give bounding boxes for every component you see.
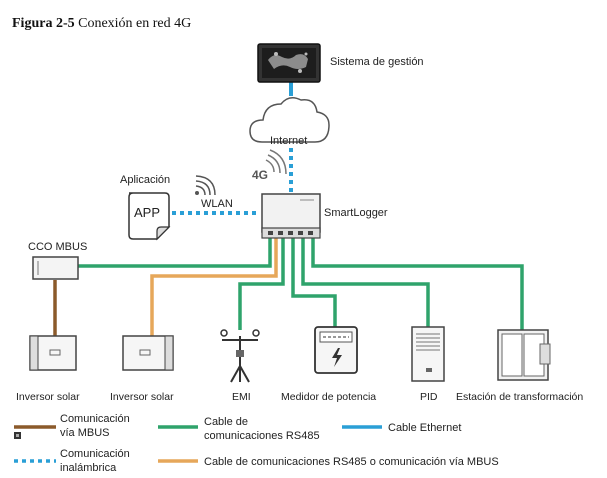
rs485-line-meter xyxy=(291,238,337,327)
legend-wireless-text-1: Comunicación xyxy=(60,448,130,460)
internet-cloud-icon xyxy=(249,97,330,143)
power-meter-device xyxy=(314,326,358,374)
smartlogger-device xyxy=(261,193,321,239)
solar-inverter-1-label: Inversor solar xyxy=(16,391,80,403)
4g-signal-icon xyxy=(265,149,287,175)
rs485-line-emi xyxy=(238,238,285,330)
management-system-label: Sistema de gestión xyxy=(330,56,424,68)
solar-inverter-1-device xyxy=(29,335,77,371)
legend-ethernet-text: Cable Ethernet xyxy=(388,422,461,434)
legend-rs485-mbus-text: Cable de comunicaciones RS485 o comunica… xyxy=(204,456,499,468)
figure-title: Figura 2-5 Conexión en red 4G xyxy=(12,16,191,32)
management-system-monitor xyxy=(257,43,321,83)
emi-label: EMI xyxy=(232,391,251,403)
legend-mbus-text-1: Comunicación xyxy=(60,413,130,425)
4g-label: 4G xyxy=(252,168,268,182)
pid-device xyxy=(411,326,445,382)
figure-number: Figura 2-5 xyxy=(12,16,75,31)
app-label: Aplicación xyxy=(120,174,170,186)
transformer-station-label: Estación de transformación xyxy=(456,391,583,403)
cco-mbus-label: CCO MBUS xyxy=(28,241,87,253)
app-document-icon xyxy=(128,192,171,241)
legend-rs485-text-1: Cable de xyxy=(204,416,248,428)
emi-weather-station-icon xyxy=(220,329,260,383)
solar-inverter-2-label: Inversor solar xyxy=(110,391,174,403)
power-meter-label: Medidor de potencia xyxy=(281,391,376,403)
legend-mbus-text-2: vía MBUS xyxy=(60,427,110,439)
wifi-signal-icon xyxy=(195,175,216,196)
legend-mbus-symbol xyxy=(14,432,21,439)
wlan-label: WLAN xyxy=(201,198,233,210)
app-icon-text: APP xyxy=(134,205,160,220)
legend-rs485-text-2: comunicaciones RS485 xyxy=(204,430,320,442)
internet-label: Internet xyxy=(270,135,307,147)
pid-label: PID xyxy=(420,391,438,403)
smartlogger-label: SmartLogger xyxy=(324,207,388,219)
rs485-line-pid xyxy=(301,238,430,327)
solar-inverter-2-device xyxy=(122,335,174,371)
legend-wireless-text-2: inalámbrica xyxy=(60,462,117,474)
rs485-line-station xyxy=(311,238,524,330)
figure-caption: Conexión en red 4G xyxy=(78,16,192,31)
transformer-station-device xyxy=(497,329,551,381)
cco-mbus-device xyxy=(32,256,79,280)
rs485-mbus-line-inverter xyxy=(150,238,278,336)
rs485-line-cco xyxy=(78,238,272,268)
